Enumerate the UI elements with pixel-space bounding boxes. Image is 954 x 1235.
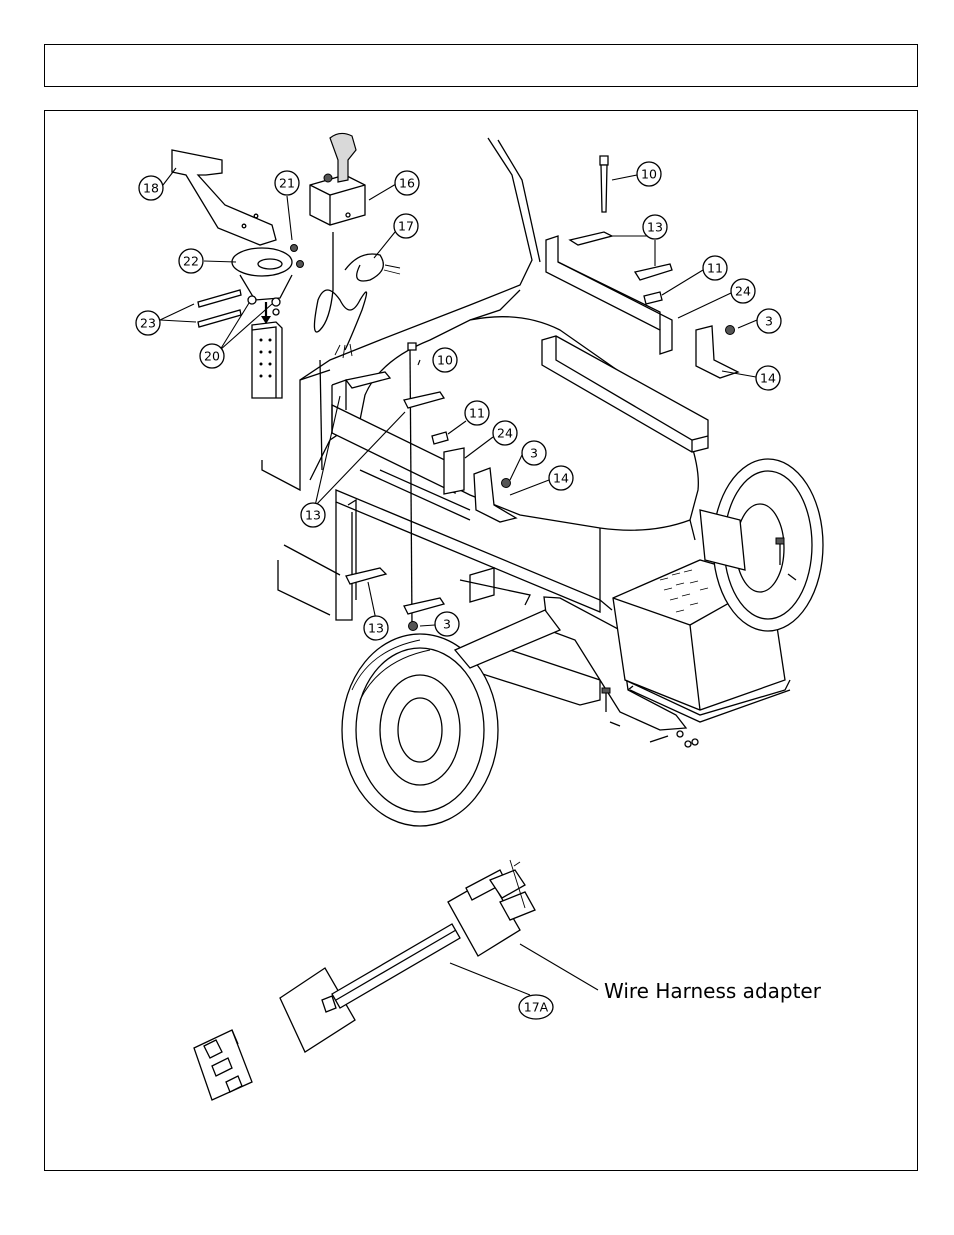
callouts: 18 21 16 17 22 23 20 10 13 11 24 3 14 10… <box>135 161 782 1020</box>
callout-18: 18 <box>138 175 164 201</box>
svg-text:3: 3 <box>443 617 451 632</box>
cross-bracket <box>331 379 465 495</box>
front-hardware <box>601 537 797 748</box>
svg-text:10: 10 <box>437 353 453 368</box>
svg-text:21: 21 <box>279 176 295 191</box>
svg-text:13: 13 <box>368 621 384 636</box>
svg-text:10: 10 <box>641 167 657 182</box>
axle <box>453 609 562 669</box>
wire-harness-adapter-label: Wire Harness adapter <box>604 979 822 1003</box>
callout-14-mid: 14 <box>548 465 574 491</box>
svg-text:11: 11 <box>469 406 485 421</box>
svg-text:23: 23 <box>140 316 156 331</box>
svg-text:20: 20 <box>204 349 220 364</box>
callout-10-mid: 10 <box>432 347 458 373</box>
svg-text:14: 14 <box>553 471 569 486</box>
diagram-frame <box>44 110 918 1171</box>
svg-text:11: 11 <box>707 261 723 276</box>
callout-22: 22 <box>178 248 204 274</box>
callout-3-low: 3 <box>434 611 460 637</box>
callout-11-top: 11 <box>702 255 728 281</box>
svg-text:3: 3 <box>530 446 538 461</box>
svg-text:13: 13 <box>647 220 663 235</box>
leader-lines <box>159 167 758 996</box>
front-wheel-right <box>699 458 824 632</box>
callout-3-top: 3 <box>756 308 782 334</box>
svg-text:17: 17 <box>398 219 414 234</box>
svg-text:24: 24 <box>735 284 751 299</box>
wire-harness-adapter <box>193 859 536 1101</box>
callout-16: 16 <box>394 170 420 196</box>
svg-text:13: 13 <box>305 508 321 523</box>
callout-23: 23 <box>135 310 161 336</box>
svg-text:24: 24 <box>497 426 513 441</box>
svg-text:17A: 17A <box>524 1000 549 1015</box>
svg-text:22: 22 <box>183 254 199 269</box>
callout-11-mid: 11 <box>464 400 490 426</box>
front-wheel-left <box>341 633 499 827</box>
callout-21: 21 <box>274 170 300 196</box>
callout-17A: 17A <box>518 994 554 1020</box>
tractor-cab <box>261 137 541 492</box>
loader-frame <box>277 469 601 621</box>
callout-13-top: 13 <box>642 214 668 240</box>
callout-17: 17 <box>393 213 419 239</box>
callout-20: 20 <box>199 343 225 369</box>
callout-13-low: 13 <box>363 615 389 641</box>
callout-24-top: 24 <box>730 278 756 304</box>
callout-13-mid: 13 <box>300 502 326 528</box>
upper-right-parts <box>545 155 740 379</box>
callout-3-mid: 3 <box>521 440 547 466</box>
svg-text:3: 3 <box>765 314 773 329</box>
side-plate <box>543 596 688 731</box>
hood-rail <box>541 335 709 453</box>
header-box <box>44 44 918 87</box>
callout-10-top: 10 <box>636 161 662 187</box>
svg-text:16: 16 <box>399 176 415 191</box>
svg-text:14: 14 <box>760 371 776 386</box>
callout-14-top: 14 <box>755 365 781 391</box>
mid-parts <box>344 342 518 631</box>
callout-24-mid: 24 <box>492 420 518 446</box>
svg-text:18: 18 <box>143 181 159 196</box>
